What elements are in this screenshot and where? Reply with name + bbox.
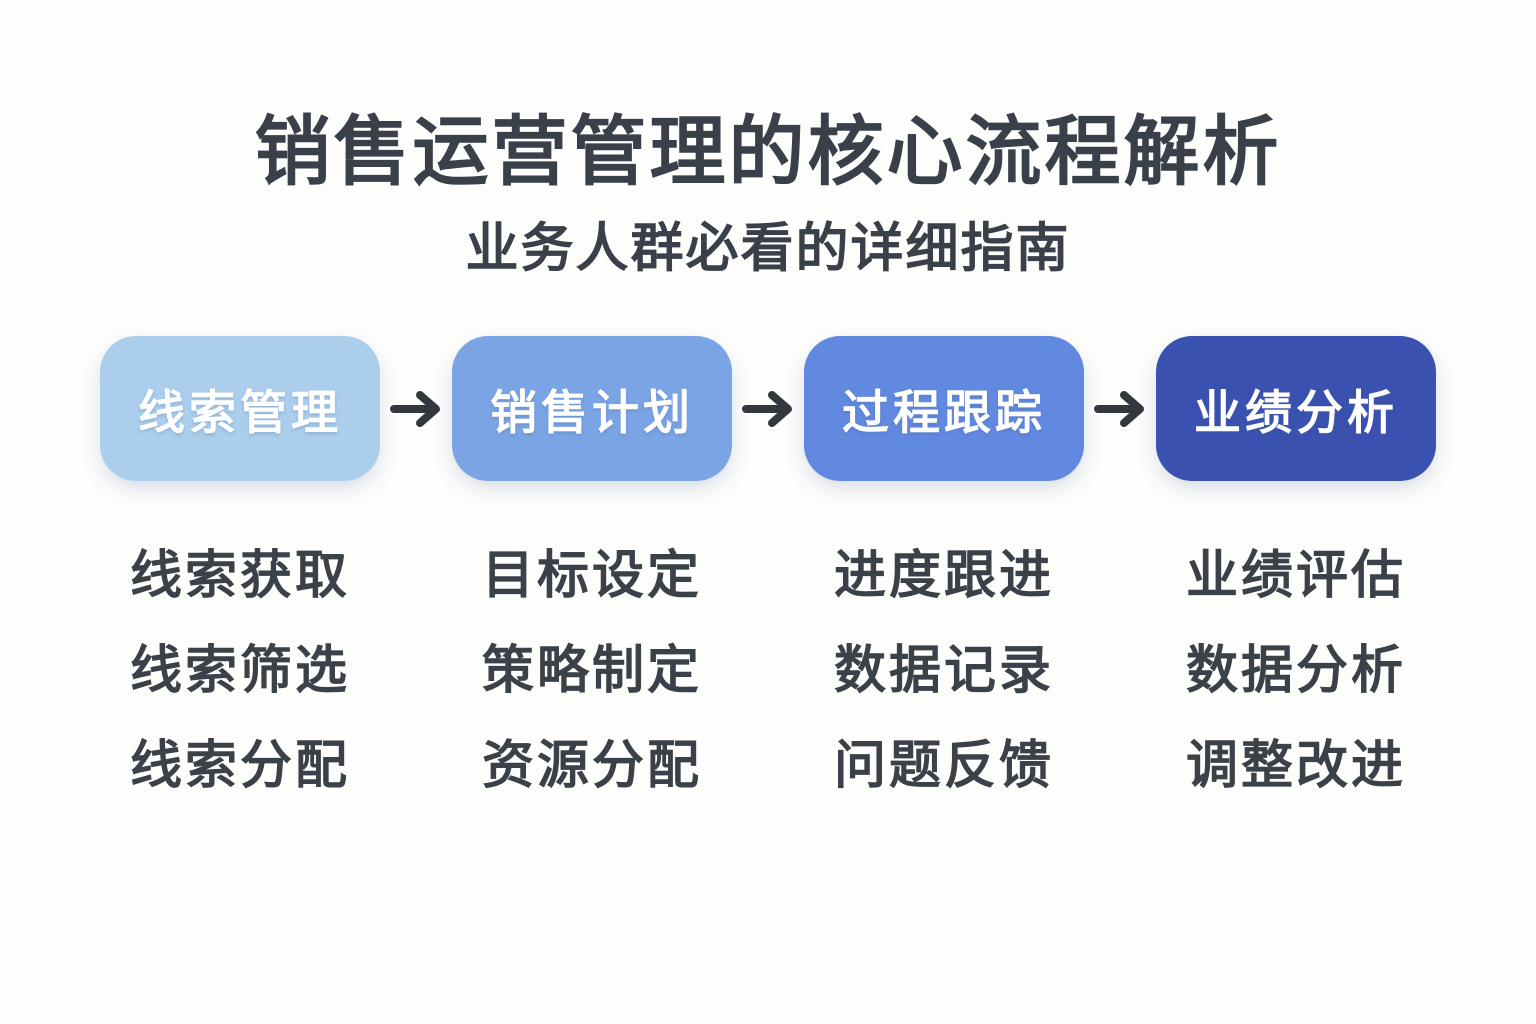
process-flow: 线索管理 销售计划 过程跟踪 业绩分析 (100, 336, 1436, 481)
stage-items-lead-management: 线索获取 线索筛选 线索分配 (100, 550, 380, 835)
stage-items-process-tracking: 进度跟进 数据记录 问题反馈 (804, 550, 1084, 835)
stage-label: 业绩分析 (1194, 386, 1398, 439)
page-subtitle: 业务人群必看的详细指南 (465, 219, 1071, 278)
arrow-right-icon (380, 387, 452, 431)
stage-item: 策略制定 (481, 642, 702, 700)
stage-item: 线索筛选 (129, 642, 350, 700)
stage-box-lead-management: 线索管理 (100, 336, 380, 481)
stage-label: 线索管理 (138, 386, 342, 439)
stage-items-sales-planning: 目标设定 策略制定 资源分配 (452, 550, 732, 835)
stage-box-process-tracking: 过程跟踪 (804, 336, 1084, 481)
stage-item: 线索获取 (129, 547, 350, 605)
arrow-right-icon (1084, 387, 1156, 431)
stage-label: 销售计划 (490, 386, 694, 439)
stage-item: 问题反馈 (833, 737, 1054, 795)
arrow-right-icon (732, 387, 804, 431)
stage-item: 进度跟进 (833, 547, 1054, 605)
stage-box-performance-analysis: 业绩分析 (1156, 336, 1436, 481)
stage-item: 线索分配 (129, 737, 350, 795)
stage-box-sales-planning: 销售计划 (452, 336, 732, 481)
stage-item: 业绩评估 (1185, 547, 1406, 605)
stage-item: 数据分析 (1185, 642, 1406, 700)
stage-items-performance-analysis: 业绩评估 数据分析 调整改进 (1156, 550, 1436, 835)
stage-item: 目标设定 (481, 547, 702, 605)
stage-label: 过程跟踪 (842, 386, 1046, 439)
stage-item: 数据记录 (833, 642, 1054, 700)
stage-item: 调整改进 (1185, 737, 1406, 795)
page-title: 销售运营管理的核心流程解析 (254, 110, 1282, 195)
stage-items-grid: 线索获取 线索筛选 线索分配 目标设定 策略制定 资源分配 进度跟进 数据记录 … (100, 550, 1436, 835)
stage-item: 资源分配 (481, 737, 702, 795)
